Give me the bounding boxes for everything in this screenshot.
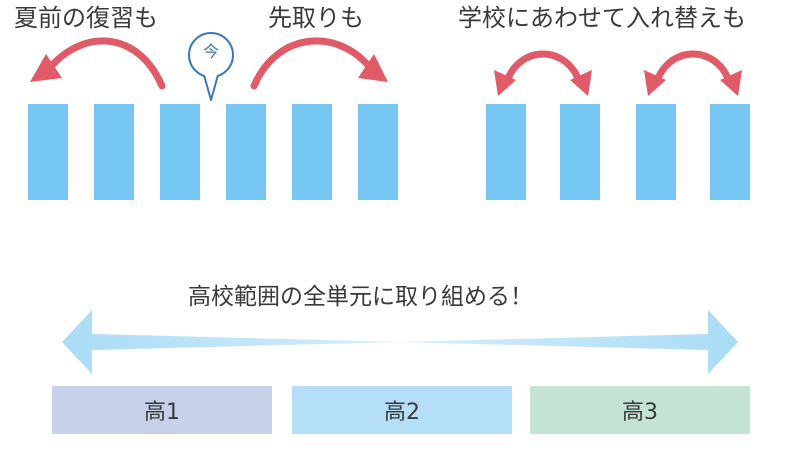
- term-bar: [292, 104, 332, 200]
- swap-arrow-1-right-head: [570, 70, 592, 96]
- swap-arrow-2: [652, 50, 734, 88]
- term-bar: [28, 104, 68, 200]
- term-bar: [636, 104, 676, 200]
- term-bar: [486, 104, 526, 200]
- swap-arrow-1-left-head: [494, 70, 516, 96]
- now-bubble: [188, 32, 234, 101]
- preview-arrow: [250, 37, 376, 90]
- now-bubble-text: 今: [202, 42, 219, 61]
- swap-label: 学校にあわせて入れ替えも: [458, 4, 746, 32]
- term-bar: [358, 104, 398, 200]
- swap-arrow-2-left-head: [644, 70, 666, 96]
- review-arrowhead: [30, 54, 62, 82]
- review-label: 夏前の復習も: [14, 4, 158, 32]
- term-bar: [560, 104, 600, 200]
- swap-arrow-1: [502, 50, 584, 88]
- review-arrow: [44, 37, 166, 90]
- grade-box-3: 高3: [530, 386, 750, 434]
- preview-arrowhead: [358, 54, 388, 82]
- term-bar: [94, 104, 134, 200]
- wide-arrow-left: [62, 310, 400, 374]
- swap-arrow-2-right-head: [720, 70, 742, 96]
- grade-box-2: 高2: [292, 386, 512, 434]
- term-bar: [710, 104, 750, 200]
- term-bar: [160, 104, 200, 200]
- grade-box-1: 高1: [52, 386, 272, 434]
- headline: 高校範囲の全単元に取り組める！: [188, 284, 533, 310]
- preview-label: 先取りも: [268, 4, 364, 32]
- wide-arrow-right: [400, 310, 738, 374]
- term-bar: [226, 104, 266, 200]
